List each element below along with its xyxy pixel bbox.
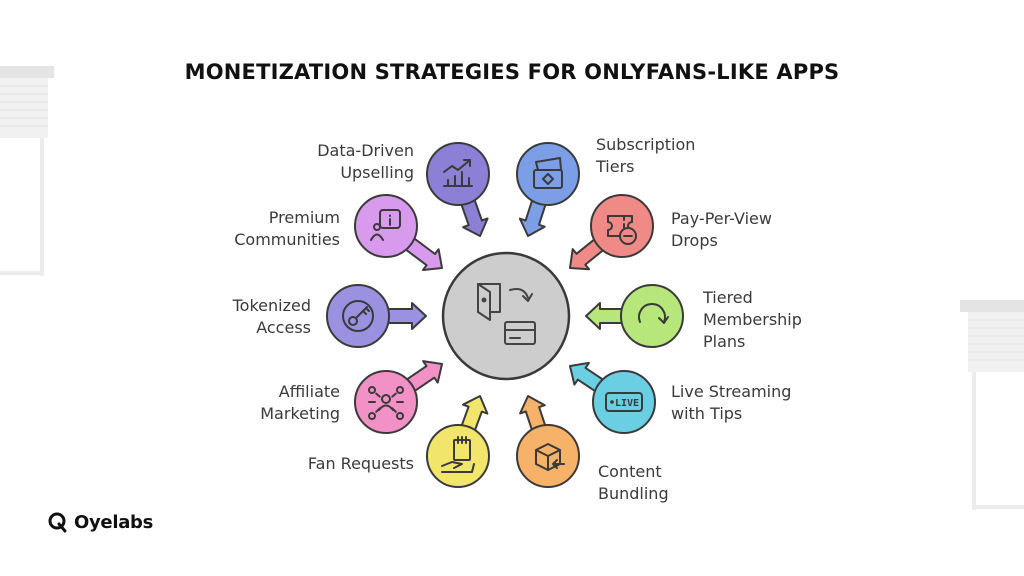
content-bundling-label-line: Content	[598, 462, 662, 481]
fan-requests-circle	[426, 424, 490, 488]
fan-requests-node	[426, 424, 490, 488]
tiered-membership-plans-circle	[620, 284, 684, 348]
content-bundling-label-line: Bundling	[598, 484, 669, 503]
pay-per-view-drops-label-line: Pay-Per-View	[671, 209, 772, 228]
hand-request-icon	[441, 436, 475, 473]
fan-requests-label: Fan Requests	[308, 453, 414, 475]
data-driven-upselling-label-line: Data-Driven	[317, 141, 414, 160]
live-streaming-with-tips-circle	[592, 370, 656, 434]
premium-communities-label-line: Communities	[234, 230, 340, 249]
right-window-decoration	[960, 300, 1024, 510]
left-window-decoration	[0, 66, 54, 276]
affiliate-marketing-node	[354, 370, 418, 434]
affiliate-marketing-label-line: Marketing	[260, 404, 340, 423]
key-icon	[342, 300, 374, 332]
premium-communities-node	[354, 194, 418, 258]
tiered-membership-plans-label-line: Tiered	[703, 288, 753, 307]
circular-arrow-icon	[638, 303, 669, 324]
hub-layer	[441, 251, 571, 381]
tokenized-access-node	[326, 284, 390, 348]
subscription-tiers-label-line: Subscription	[596, 135, 696, 154]
box-icon	[535, 443, 565, 471]
subscription-tiers-node	[516, 142, 580, 206]
brand-logo: Oyelabs	[48, 511, 153, 533]
tiered-membership-plans-node	[620, 284, 684, 348]
pay-per-view-drops-circle	[590, 194, 654, 258]
live-streaming-with-tips-node: LIVE	[592, 370, 656, 434]
central-hub	[441, 251, 571, 381]
wallet-card-icon	[477, 283, 536, 345]
svg-text:LIVE: LIVE	[615, 398, 639, 409]
oyelabs-logo-icon	[48, 512, 67, 533]
ticket-icon	[607, 215, 637, 245]
tokenized-access-label-line: Access	[256, 318, 311, 337]
data-driven-upselling-label-line: Upselling	[340, 163, 414, 182]
info-chat-icon	[370, 209, 401, 241]
tokenized-access-label-line: Tokenized	[232, 296, 311, 315]
pay-per-view-drops-label-line: Drops	[671, 231, 718, 250]
fan-requests-label-line: Fan Requests	[307, 454, 414, 473]
tiered-membership-plans-label-line: Plans	[703, 332, 746, 351]
tiered-membership-plans-label-line: Membership	[703, 310, 802, 329]
brand-name: Oyelabs	[74, 511, 154, 533]
live-streaming-with-tips-label: Live Streaming with Tips	[671, 381, 791, 425]
cards-icon	[533, 157, 563, 189]
pay-per-view-drops-node	[590, 194, 654, 258]
live-badge-icon: LIVE	[605, 392, 643, 412]
page-title: MONETIZATION STRATEGIES FOR ONLYFANS-LIK…	[184, 60, 840, 84]
content-bundling-node	[516, 424, 580, 488]
live-streaming-with-tips-label-line: with Tips	[671, 404, 743, 423]
premium-communities-label-line: Premium	[268, 208, 340, 227]
data-driven-upselling-node	[426, 142, 490, 206]
nodes-layer: LIVE	[326, 142, 684, 488]
subscription-tiers-label-line: Tiers	[596, 157, 635, 176]
data-driven-upselling-circle	[426, 142, 490, 206]
bar-chart-icon	[443, 159, 473, 187]
network-people-icon	[368, 386, 404, 420]
premium-communities-circle	[354, 194, 418, 258]
affiliate-marketing-label-line: Affiliate	[278, 382, 340, 401]
live-streaming-with-tips-label-line: Live Streaming	[671, 382, 792, 401]
